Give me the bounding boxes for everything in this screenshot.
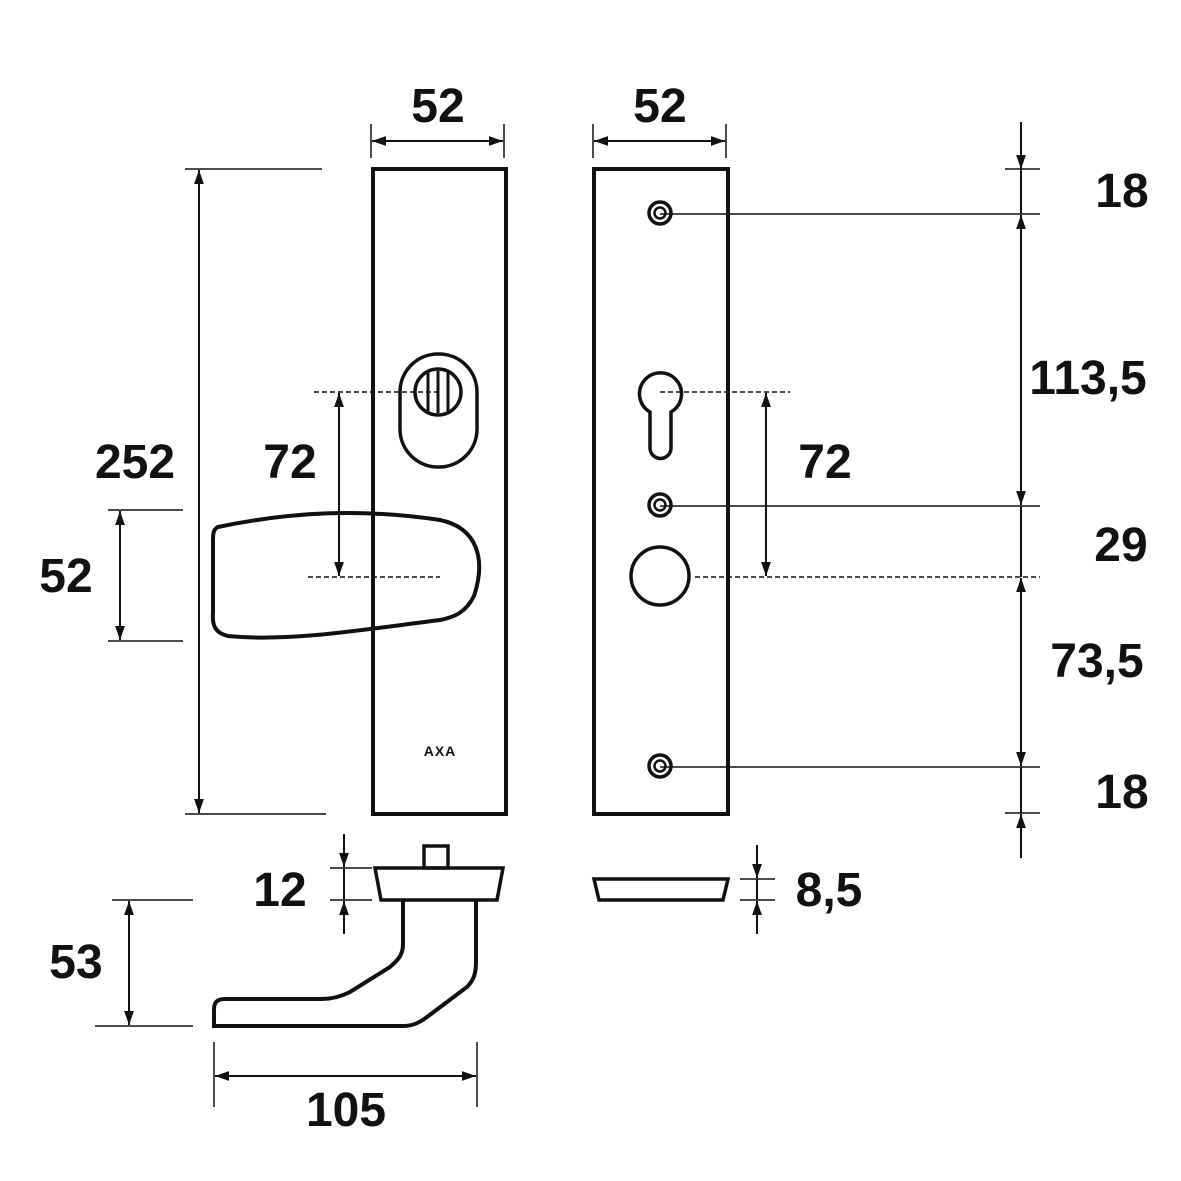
thumbturn [398, 352, 479, 469]
label-rose-height: 12 [253, 864, 306, 917]
label-center-distance-right: 72 [798, 436, 851, 489]
fixed-knob [210, 510, 482, 640]
label-right-plate-width: 52 [633, 80, 686, 133]
lever-handle-profile [212, 900, 478, 1028]
knob-spindle-hole [629, 545, 691, 607]
dim-knob-height [108, 509, 183, 642]
dim-handle-height [95, 899, 193, 1027]
dim-screw-chain [660, 122, 1040, 858]
dim-handle-length [213, 1042, 478, 1107]
svg-text:AXA: AXA [424, 743, 457, 759]
label-screw-to-knob-center: 29 [1094, 519, 1147, 572]
rose-profile [372, 844, 506, 902]
label-handle-length: 105 [306, 1084, 386, 1137]
label-center-distance-left: 72 [263, 436, 316, 489]
label-screw-to-screw: 113,5 [1029, 352, 1146, 405]
screw-hole-bottom [647, 753, 673, 779]
brand-logo: AXA [424, 743, 457, 759]
dim-center-distance-right [660, 391, 1040, 578]
dim-plate-thickness [740, 845, 775, 934]
label-plate-height: 252 [95, 436, 175, 489]
left-escutcheon-plate [371, 167, 508, 816]
label-screw-to-bottom: 18 [1095, 766, 1148, 819]
screw-hole-top [647, 200, 673, 226]
label-knob-center-to-screw: 73,5 [1050, 635, 1143, 688]
dim-rose-height [330, 834, 372, 934]
dim-plate-height [185, 168, 326, 815]
label-left-plate-width: 52 [411, 80, 464, 133]
label-top-to-screw: 18 [1095, 165, 1148, 218]
dim-right-plate-width [592, 124, 727, 158]
label-handle-height: 53 [49, 936, 102, 989]
right-escutcheon-plate [592, 167, 730, 816]
screw-hole-middle [647, 492, 673, 518]
dim-center-distance-left [308, 391, 441, 578]
label-knob-height: 52 [39, 550, 92, 603]
cylinder-keyhole [637, 371, 684, 461]
plate-thickness-profile [591, 877, 731, 902]
label-plate-thickness: 8,5 [796, 864, 863, 917]
dim-left-plate-width [370, 124, 505, 158]
